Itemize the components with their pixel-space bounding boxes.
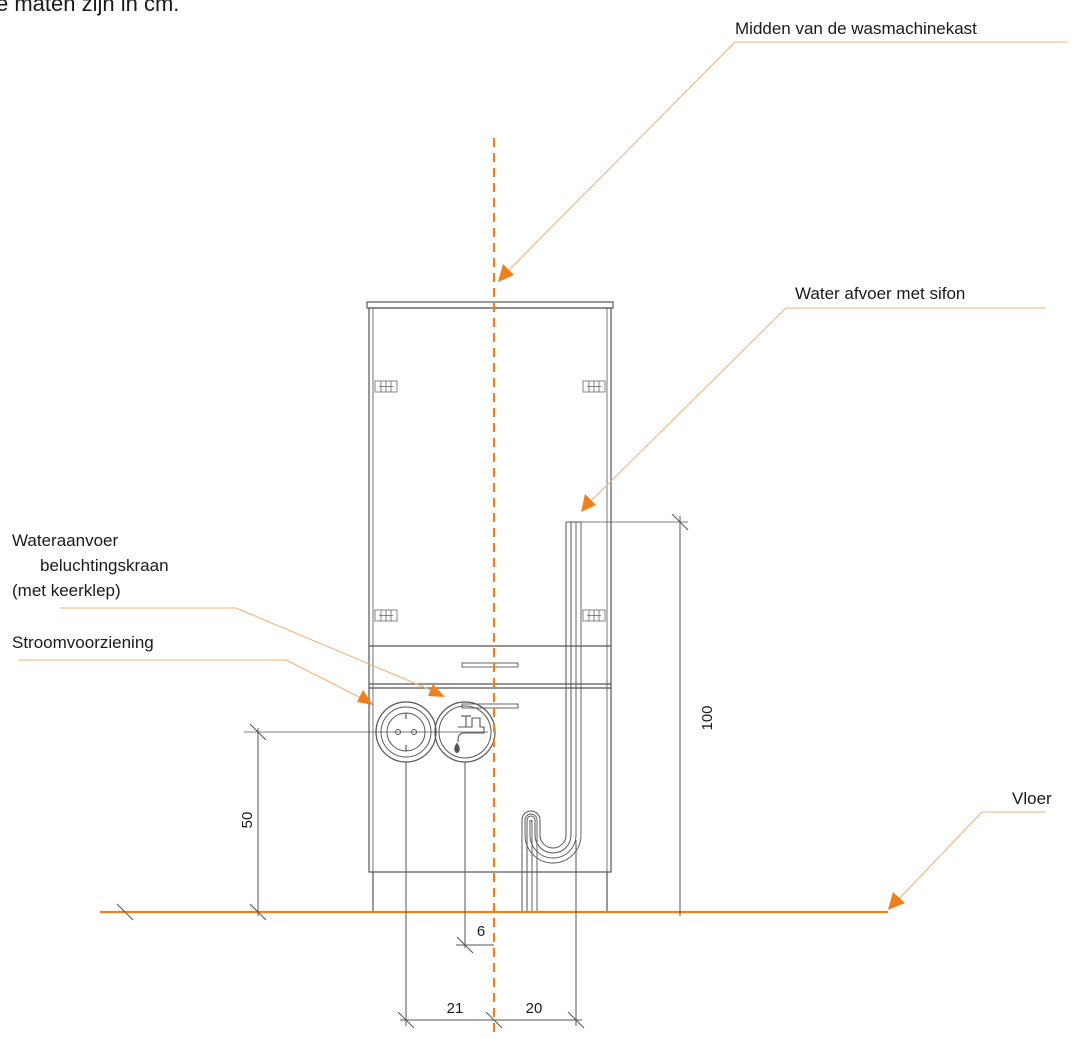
hinge (374, 380, 398, 393)
drain-arrow (581, 494, 596, 512)
center-label: Midden van de wasmachinekast (735, 19, 977, 38)
hinge (582, 380, 606, 393)
floor-leader (895, 811, 983, 903)
supply-label-line3: (met keerklep) (12, 581, 121, 600)
supply-label-line2: beluchtingskraan (40, 556, 169, 575)
dimension-drain-height: 100 (699, 705, 716, 730)
power-arrow (357, 690, 373, 705)
floor-label: Vloer (1012, 789, 1052, 808)
hinge (582, 609, 606, 622)
cabinet-top-plate (366, 301, 614, 309)
floor-arrow (888, 892, 905, 910)
dimension-tap-offset: 6 (477, 923, 485, 940)
cabinet-body (368, 307, 612, 873)
supply-leader (235, 607, 439, 694)
center-leader (504, 41, 736, 275)
drawer-handle (461, 662, 519, 668)
drain-pipe (521, 521, 582, 912)
dimension-outlet-offset: 21 (447, 1000, 464, 1017)
center-arrow (498, 264, 514, 282)
supply-label-line1: Wateraanvoer (12, 531, 118, 550)
dimension-drain-offset: 20 (526, 1000, 543, 1017)
hinge (374, 609, 398, 622)
dimension-outlet-height: 50 (239, 812, 256, 829)
dimension-lines (116, 513, 689, 1029)
leader-arrowheads (357, 264, 905, 910)
drawer-handle-lower (461, 703, 519, 709)
power-label: Stroomvoorziening (12, 633, 154, 652)
power-leader (285, 659, 368, 702)
drain-label: Water afvoer met sifon (795, 284, 965, 303)
leader-lines (18, 41, 1068, 903)
drain-leader (587, 307, 787, 505)
hinges (374, 380, 606, 622)
supply-arrow (428, 684, 445, 697)
units-note: e maten zijn in cm. (0, 0, 179, 16)
